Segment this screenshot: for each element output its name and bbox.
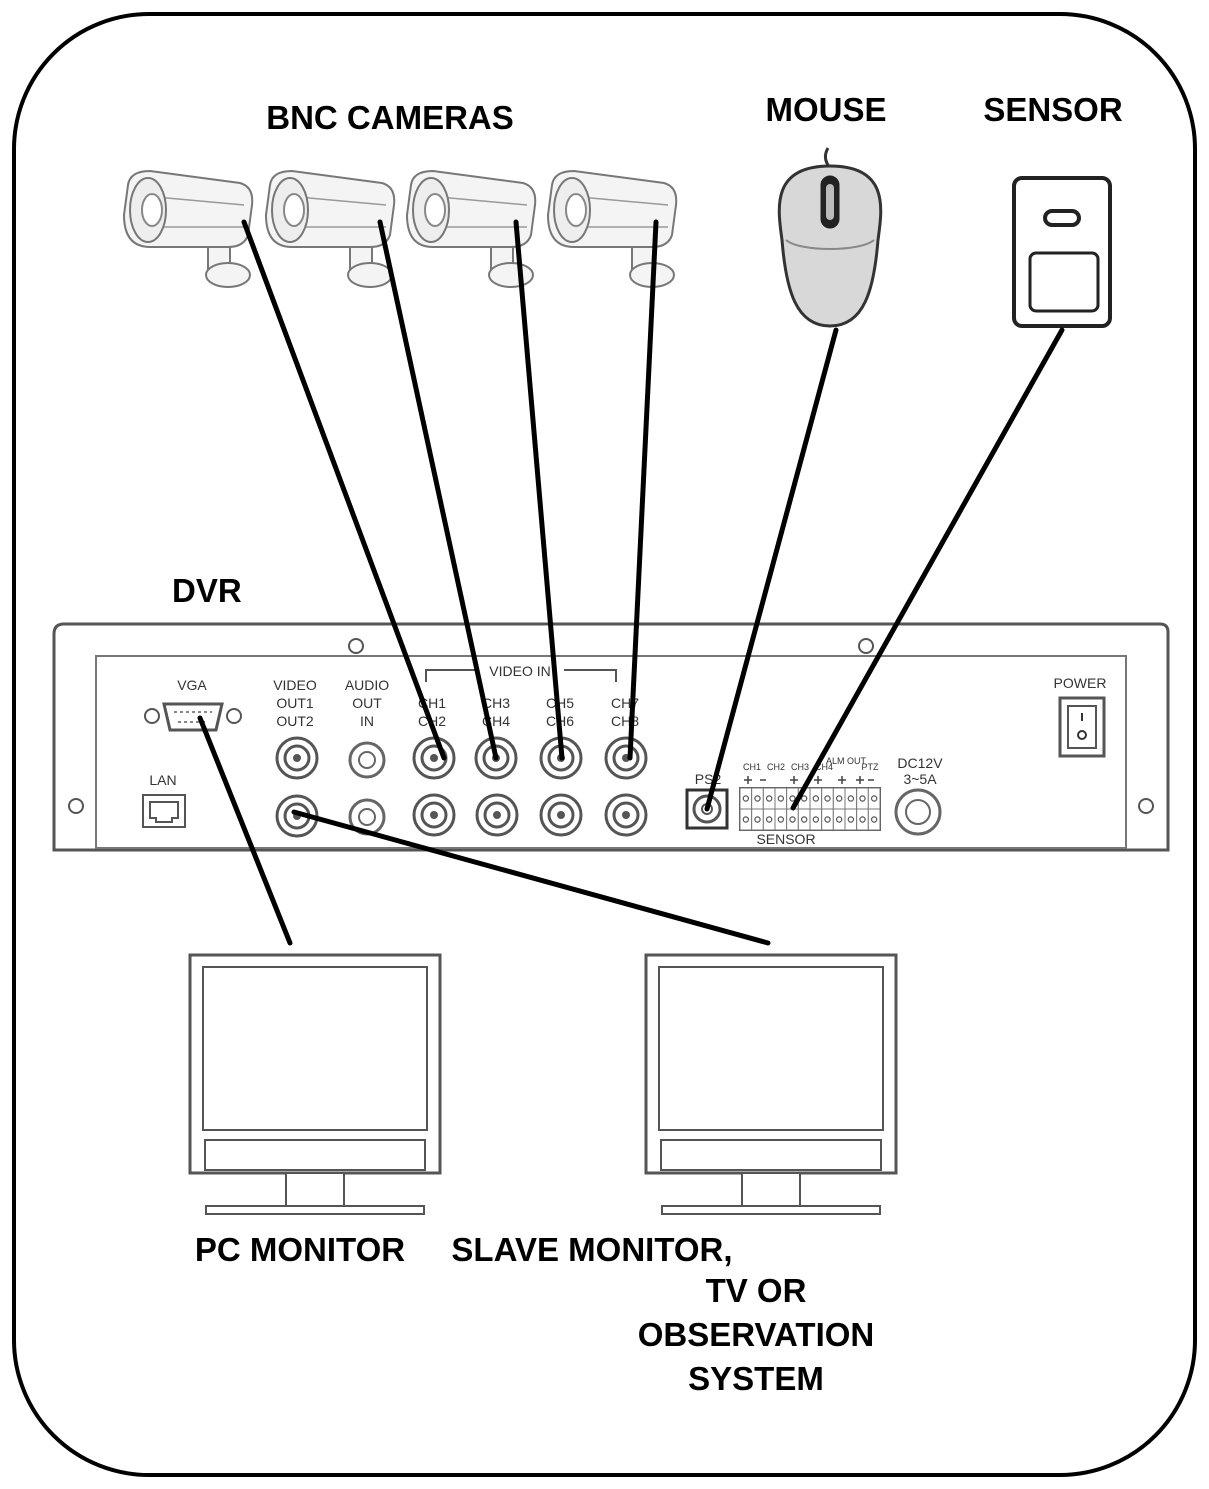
terminal-screw-icon bbox=[847, 816, 855, 823]
terminal-screw-icon bbox=[824, 816, 831, 823]
terminal-screw-icon bbox=[777, 816, 785, 823]
terminal-screw-icon bbox=[812, 795, 820, 802]
mouse-label: MOUSE bbox=[765, 91, 886, 128]
cameras-label: BNC CAMERAS bbox=[266, 99, 514, 136]
camera-cable bbox=[241, 219, 447, 761]
terminal-header-label: CH2 bbox=[767, 762, 785, 772]
audio-label: AUDIO bbox=[345, 677, 389, 693]
terminal-screw-icon bbox=[835, 816, 843, 823]
terminal-screw-icon bbox=[812, 816, 820, 823]
terminal-screw-icon bbox=[765, 816, 773, 823]
bnc-connector-icon bbox=[604, 736, 648, 780]
terminal-screw-icon bbox=[800, 816, 808, 823]
slave-monitor-label: SYSTEM bbox=[688, 1360, 824, 1397]
sensor-terminal-label: SENSOR bbox=[756, 831, 815, 847]
terminal-screw-icon bbox=[789, 795, 796, 802]
dc-jack-icon bbox=[894, 788, 942, 836]
terminal-polarity-marks bbox=[744, 776, 874, 784]
bnc-connector-icon bbox=[275, 736, 319, 780]
camera-icon bbox=[264, 169, 396, 288]
screw-icon bbox=[348, 638, 364, 654]
terminal-screw-icon bbox=[870, 816, 878, 823]
terminal-screw-icon bbox=[765, 795, 773, 802]
channel-label: CH5 bbox=[546, 695, 574, 711]
camera-cable bbox=[513, 219, 565, 761]
bnc-connector-icon bbox=[539, 793, 583, 837]
audio-label: IN bbox=[360, 713, 374, 729]
terminal-screw-icon bbox=[824, 795, 831, 802]
lan-port-label: LAN bbox=[149, 772, 176, 788]
mouse-cable bbox=[704, 327, 839, 812]
sensor-terminal-block bbox=[739, 787, 881, 831]
audio-label: OUT bbox=[352, 695, 382, 711]
terminal-screw-icon bbox=[800, 795, 808, 802]
rca-connector-icon bbox=[348, 798, 386, 836]
camera-cable bbox=[377, 219, 499, 761]
slave-monitor-label: TV OR bbox=[706, 1272, 807, 1309]
video-out-label: OUT1 bbox=[276, 695, 314, 711]
slave-monitor-icon bbox=[644, 953, 898, 1215]
terminal-screw-icon bbox=[859, 795, 866, 802]
bnc-connector-icon bbox=[412, 793, 456, 837]
video-out-cable bbox=[291, 809, 771, 946]
dc-label: DC12V bbox=[897, 755, 943, 771]
sensor-icon bbox=[1012, 176, 1112, 328]
vga-port-label: VGA bbox=[177, 677, 207, 693]
sensor-label: SENSOR bbox=[983, 91, 1123, 128]
channel-label: CH3 bbox=[482, 695, 510, 711]
video-out-label: OUT2 bbox=[276, 713, 314, 729]
slave-monitor-label: OBSERVATION bbox=[638, 1316, 875, 1353]
bnc-connector-icon bbox=[604, 793, 648, 837]
bnc-connector-icon bbox=[475, 793, 519, 837]
dvr-back-panel: VGA LAN VIDEO OUT1 OUT2 AUDIO OUT bbox=[52, 622, 1170, 852]
terminal-screw-icon bbox=[847, 795, 855, 802]
terminal-screw-icon bbox=[789, 816, 796, 823]
terminal-header-label: CH3 bbox=[791, 762, 809, 772]
lan-port bbox=[142, 794, 186, 828]
vga-cable bbox=[197, 715, 293, 946]
sensor-cable bbox=[790, 327, 1065, 811]
screw-icon bbox=[1138, 798, 1154, 814]
channel-label: CH8 bbox=[611, 713, 639, 729]
power-switch-icon bbox=[1058, 696, 1106, 758]
terminal-screw-icon bbox=[859, 816, 866, 823]
terminal-screw-icon bbox=[754, 795, 761, 802]
camera-group bbox=[122, 169, 678, 288]
pc-monitor-label: PC MONITOR bbox=[195, 1231, 405, 1268]
terminal-screw-icon bbox=[754, 816, 761, 823]
screw-icon bbox=[858, 638, 874, 654]
terminal-screw-icon bbox=[870, 795, 878, 802]
power-label: POWER bbox=[1054, 675, 1107, 691]
pc-monitor-icon bbox=[188, 953, 442, 1215]
terminal-screw-icon bbox=[742, 795, 750, 802]
ps2-port bbox=[685, 788, 729, 830]
dvr-label: DVR bbox=[172, 572, 242, 609]
camera-cable bbox=[627, 219, 659, 761]
dc-label: 3~5A bbox=[903, 771, 937, 787]
terminal-screw-icon bbox=[835, 795, 843, 802]
vga-port bbox=[144, 702, 242, 732]
terminal-header-label: ALM OUT bbox=[826, 756, 867, 766]
screw-icon bbox=[68, 798, 84, 814]
terminal-header-label: PTZ bbox=[862, 762, 880, 772]
video-out-label: VIDEO bbox=[273, 677, 317, 693]
bnc-connector-icon bbox=[412, 736, 456, 780]
rca-connector-icon bbox=[348, 741, 386, 779]
slave-monitor-label: SLAVE MONITOR, bbox=[451, 1231, 732, 1268]
terminal-screw-icon bbox=[742, 816, 750, 823]
terminal-screw-icon bbox=[777, 795, 785, 802]
terminal-header-label: CH4 bbox=[815, 762, 833, 772]
terminal-header-label: CH1 bbox=[743, 762, 761, 772]
mouse-icon bbox=[777, 147, 883, 328]
cables bbox=[197, 219, 1065, 946]
video-in-label: VIDEO IN bbox=[489, 663, 550, 679]
